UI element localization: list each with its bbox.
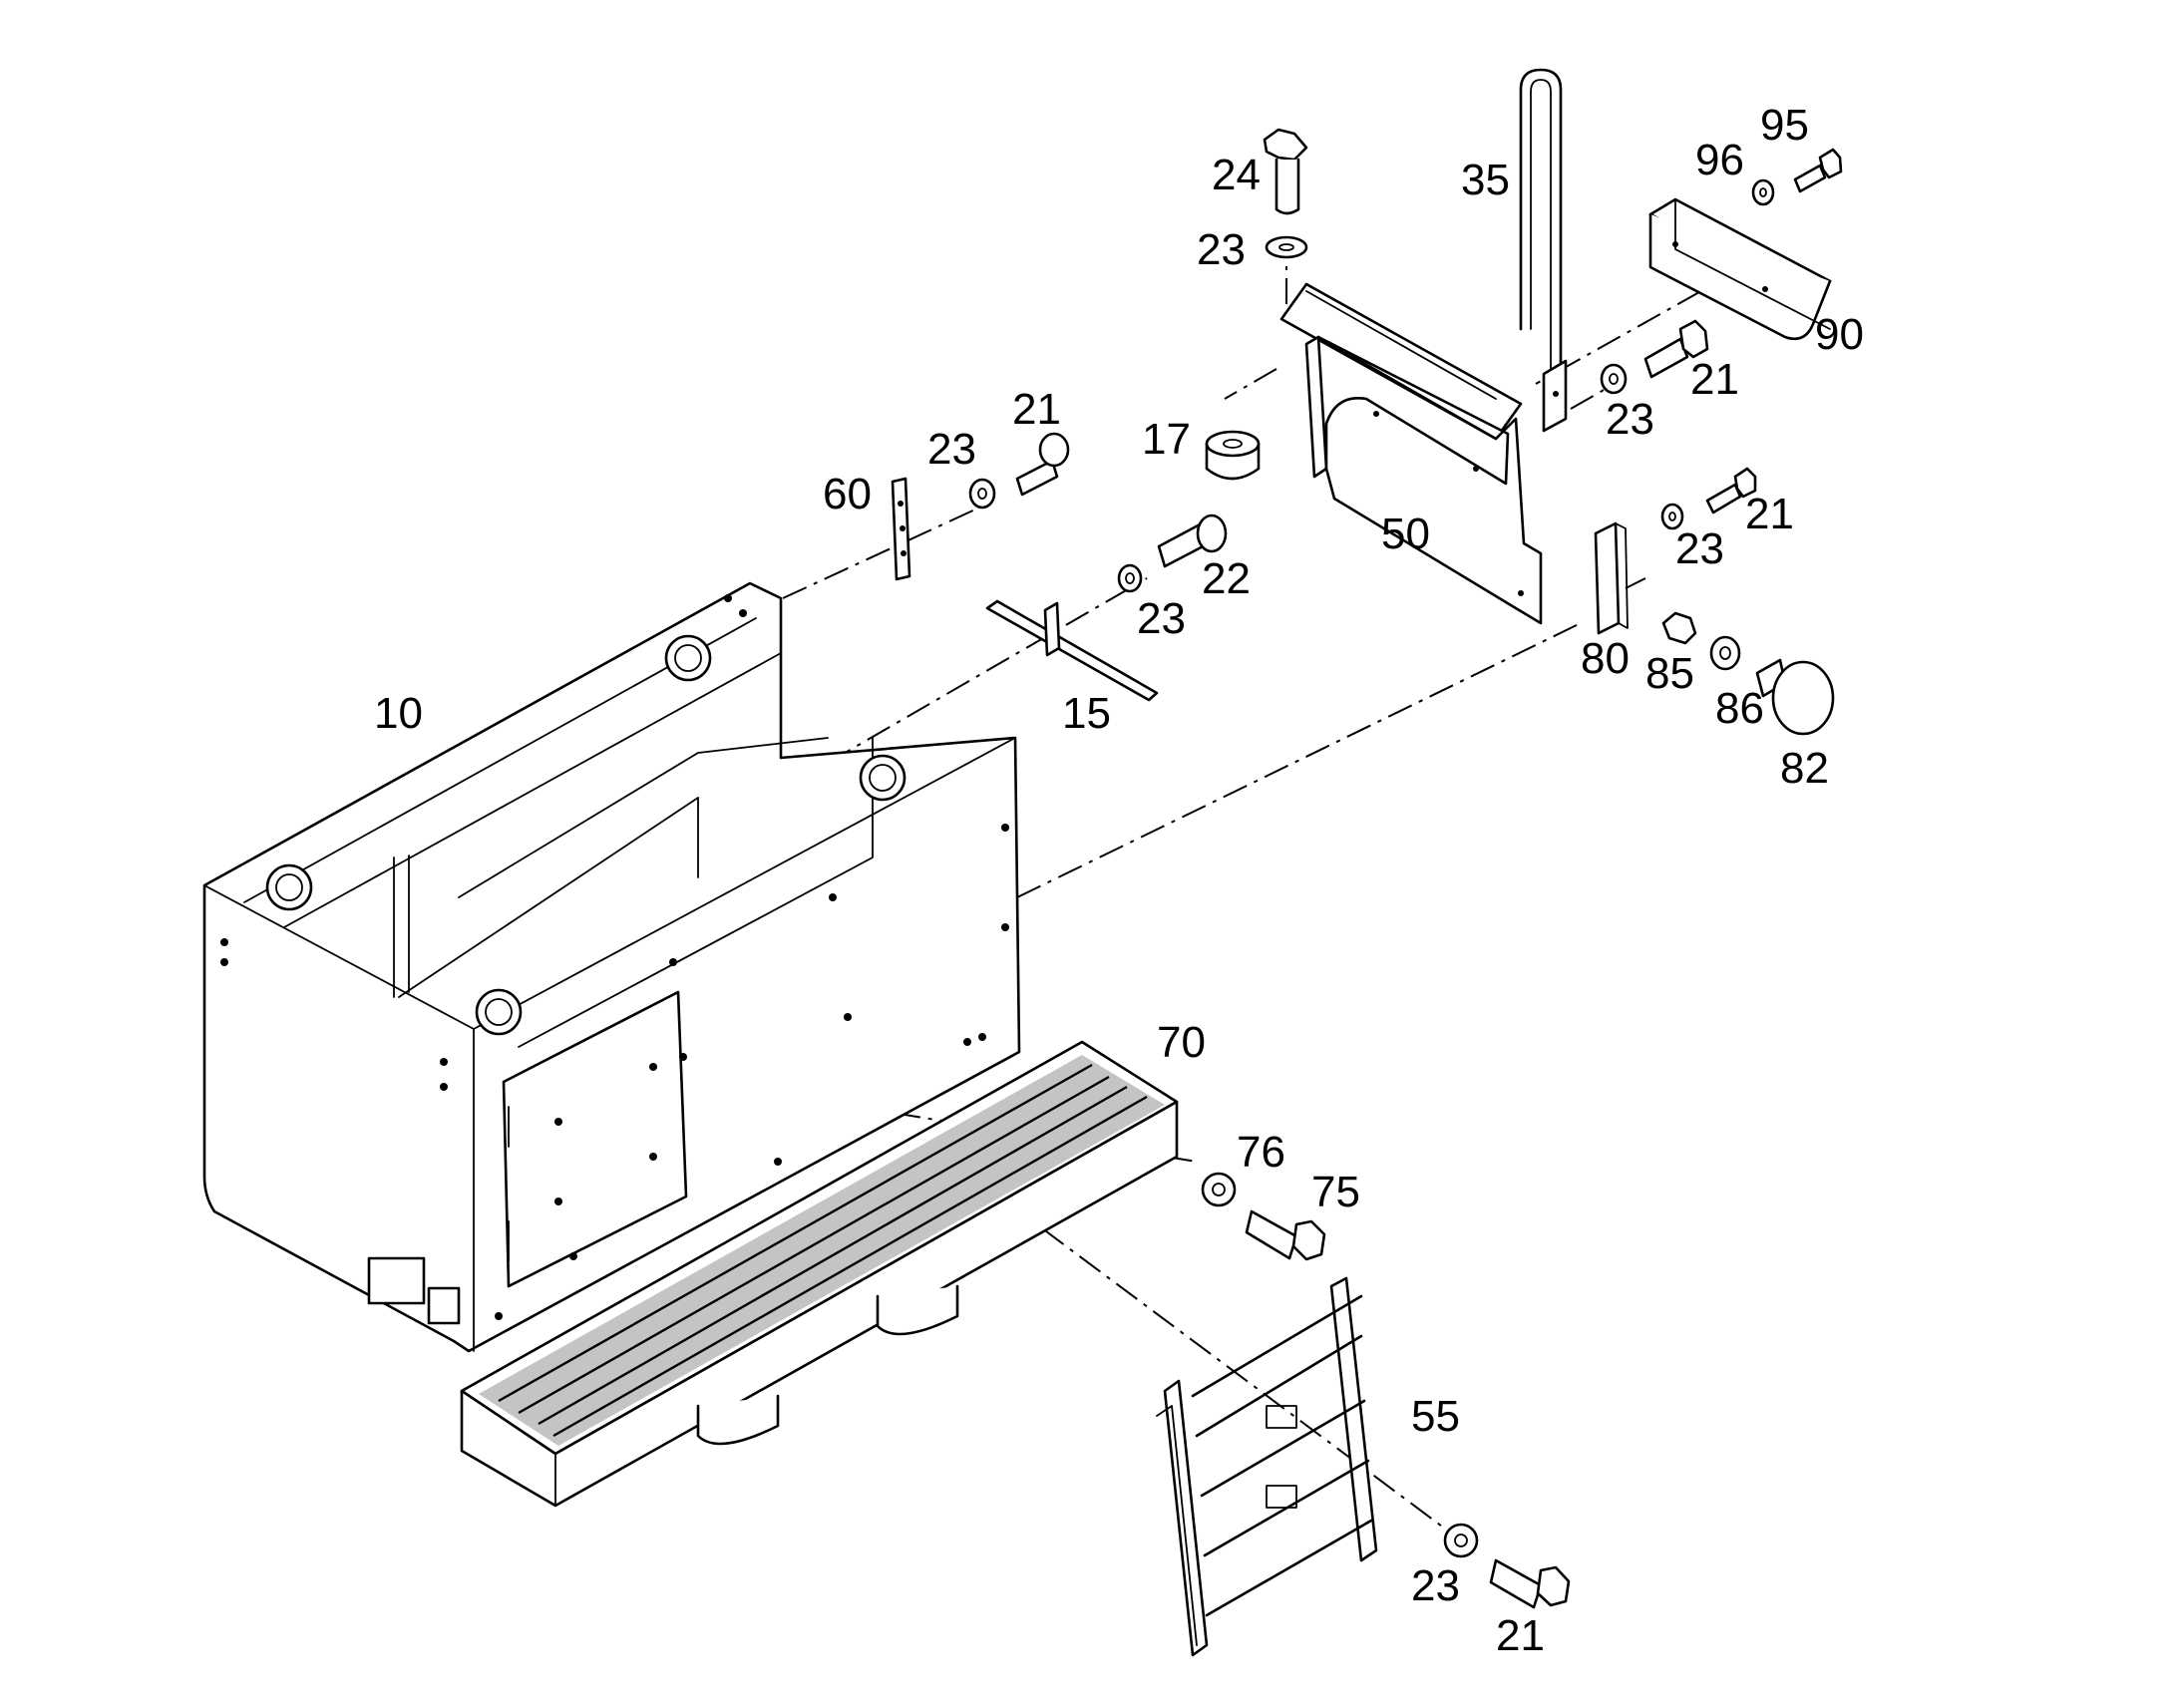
part-76-washer-icon [1201,1172,1237,1207]
label-part-82: 82 [1780,744,1829,793]
part-85-nut-icon [1661,611,1697,645]
part-90-channel-bracket [1648,197,1832,341]
part-35-handrail [1519,68,1568,433]
label-part-50: 50 [1381,510,1430,558]
label-part-22: 22 [1202,554,1251,603]
label-part-21-b: 21 [1690,355,1739,404]
label-part-23-e: 23 [1675,524,1724,573]
part-70-step-grating [460,1040,1179,1508]
part-95-screw-icon [1793,148,1843,193]
label-part-60: 60 [823,470,872,518]
label-part-75: 75 [1311,1168,1360,1216]
label-part-24: 24 [1212,151,1261,199]
label-part-23-b: 23 [927,425,976,474]
part-22-bolt-icon [1157,513,1228,568]
label-part-15: 15 [1062,689,1111,738]
part-24-bolt-icon [1263,128,1308,215]
part-23-washer-icon [1443,1523,1479,1558]
part-21-bolt-icon [1015,432,1070,497]
label-part-17: 17 [1142,415,1191,464]
label-part-55: 55 [1411,1392,1460,1441]
label-part-85: 85 [1645,649,1694,698]
label-part-70: 70 [1157,1018,1206,1067]
part-80-small-bracket [1594,521,1629,635]
label-part-23-c: 23 [1137,594,1186,643]
part-23-washer-icon [1265,235,1308,259]
part-55-ladder [1156,1276,1378,1657]
label-part-86: 86 [1715,684,1764,733]
label-part-23-f: 23 [1411,1561,1460,1610]
label-part-21-c: 21 [1745,490,1794,538]
label-part-95: 95 [1760,101,1809,150]
part-17-spacer [1205,430,1261,481]
label-part-23-a: 23 [1197,225,1246,274]
label-part-35: 35 [1461,156,1510,204]
part-21-bolt-icon [1489,1558,1571,1609]
part-23-washer-icon [968,478,996,510]
label-part-23-d: 23 [1606,395,1654,444]
part-82-knob [1755,658,1835,736]
part-50-mounting-plate [1279,282,1543,625]
part-23-washer-icon [1600,363,1628,395]
part-23-washer-icon [1660,503,1684,530]
part-15-bracket [985,599,1159,702]
part-10-tank-frame [202,581,1021,1353]
label-part-10: 10 [374,689,423,738]
label-part-76: 76 [1237,1128,1285,1177]
label-part-90: 90 [1815,310,1864,359]
part-60-strip [891,477,911,581]
part-96-washer-icon [1751,178,1775,206]
part-75-bolt-icon [1245,1209,1326,1261]
part-23-washer-icon [1117,563,1143,593]
label-part-96: 96 [1695,136,1744,184]
label-part-21-a: 21 [1012,385,1061,434]
label-part-21-d: 21 [1496,1611,1545,1660]
part-labels: 10 15 17 21 21 21 21 22 23 23 23 23 23 2… [374,101,1864,1660]
part-21-bolt-icon [1705,467,1757,514]
part-86-washer-icon [1709,635,1741,671]
part-21-bolt-icon [1643,319,1709,379]
fasteners [968,128,1843,1609]
label-part-80: 80 [1581,634,1630,683]
